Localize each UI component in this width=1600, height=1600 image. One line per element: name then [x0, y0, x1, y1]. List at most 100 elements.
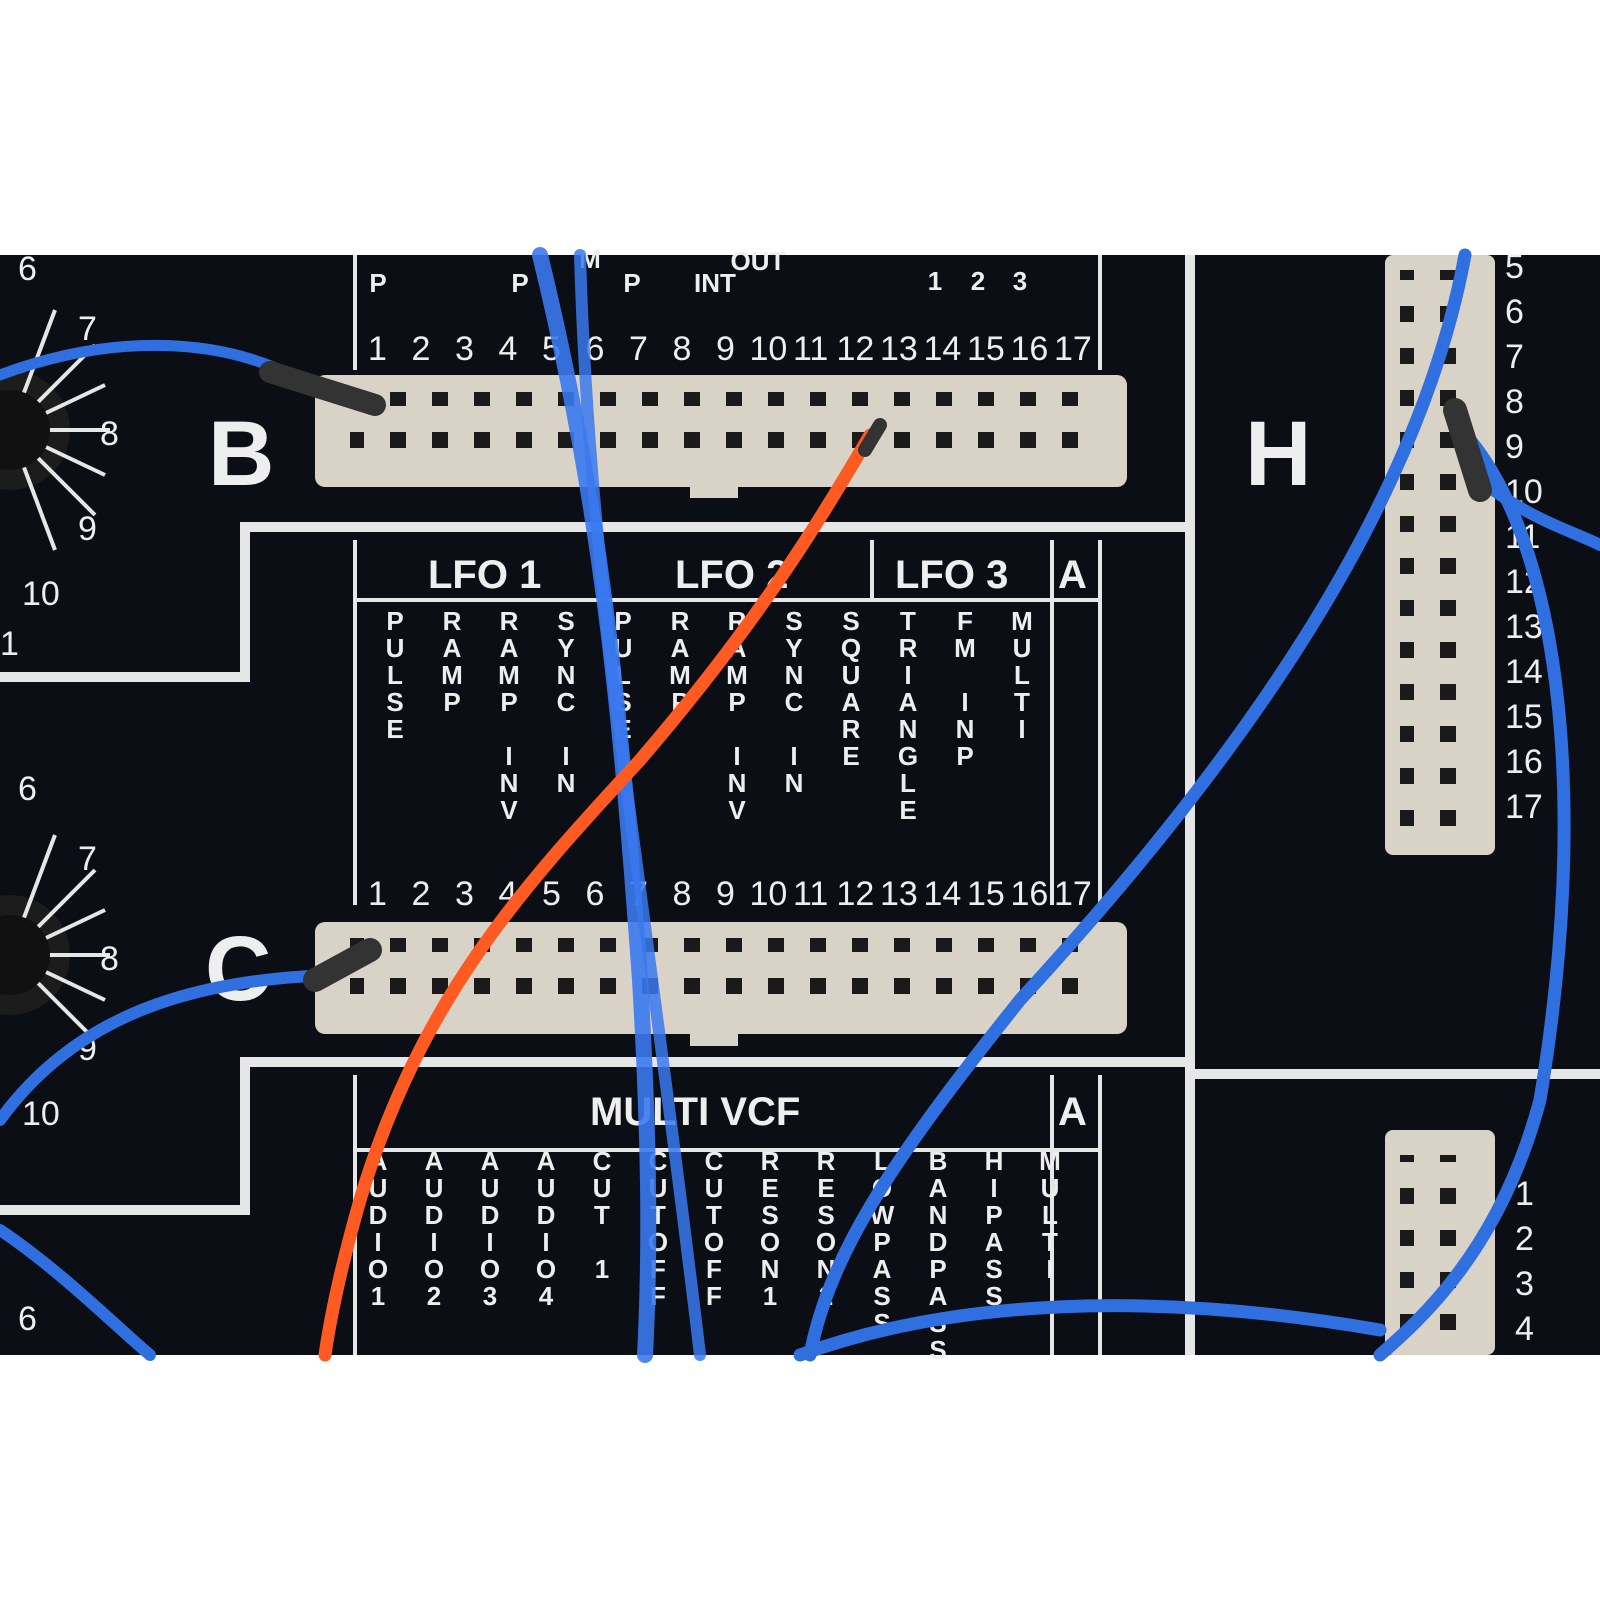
signal-label-char: P — [873, 1227, 890, 1257]
signal-label-char: U — [593, 1173, 612, 1203]
connector-h[interactable] — [1385, 255, 1495, 855]
signal-label-char: L — [874, 1146, 890, 1176]
signal-label-char: P — [956, 741, 973, 771]
signal-label-char: I — [486, 1227, 493, 1257]
signal-label-char: S — [842, 606, 859, 636]
pin-number: 2 — [412, 330, 431, 368]
signal-label-char: U — [537, 1173, 556, 1203]
signal-label-char: P — [386, 606, 403, 636]
signal-label-char: P — [985, 1200, 1002, 1230]
signal-label-char: M — [954, 633, 976, 663]
signal-label-char: S — [785, 606, 802, 636]
pin-number: 1 — [368, 875, 387, 913]
signal-label-char: E — [817, 1173, 834, 1203]
right-pin-number: 13 — [1505, 608, 1543, 646]
cable-orange — [318, 428, 877, 1362]
signal-label-char: D — [369, 1200, 388, 1230]
knob-mark: 6 — [18, 1300, 37, 1338]
knob-mark: 8 — [100, 940, 119, 978]
signal-label-char: O — [368, 1254, 388, 1284]
right-pin-number: 14 — [1505, 653, 1543, 691]
signal-label-char: L — [1014, 660, 1030, 690]
signal-label-char: A — [537, 1146, 556, 1176]
signal-label-char: N — [929, 1200, 948, 1230]
signal-label-char: R — [842, 714, 861, 744]
signal-label-char: D — [481, 1200, 500, 1230]
signal-label-char: R — [443, 606, 462, 636]
signal-label-char: O — [536, 1254, 556, 1284]
cable-blue — [803, 248, 1472, 1362]
signal-label-char: M — [1039, 1146, 1061, 1176]
top-label: 2 — [971, 266, 985, 296]
patch-cables — [0, 247, 1600, 1363]
signal-label-char: I — [562, 741, 569, 771]
signal-label-char: O — [760, 1227, 780, 1257]
signal-label-char: 1 — [371, 1281, 385, 1311]
signal-label-char: A — [500, 633, 519, 663]
pin-number: 3 — [455, 330, 474, 368]
pin-number: 13 — [880, 330, 918, 368]
signal-label-char: C — [785, 687, 804, 717]
signal-label-char: 1 — [763, 1281, 777, 1311]
signal-label-char: S — [929, 1335, 946, 1365]
signal-label-char: V — [500, 795, 518, 825]
top-label: 3 — [1013, 266, 1027, 296]
signal-label-char: A — [899, 687, 918, 717]
signal-label-char: 1 — [595, 1254, 609, 1284]
signal-label-char: C — [705, 1146, 724, 1176]
cable-blue — [0, 969, 336, 1126]
signal-label-char: A — [481, 1146, 500, 1176]
signal-label-char: N — [785, 660, 804, 690]
signal-label-char: I — [961, 687, 968, 717]
signal-label-char: T — [706, 1200, 722, 1230]
signal-label-char: N — [557, 768, 576, 798]
signal-label-char: S — [985, 1254, 1002, 1284]
signal-label-char: I — [505, 741, 512, 771]
cable-jack — [259, 361, 386, 416]
signal-label-char: 3 — [483, 1281, 497, 1311]
signal-label-char: A — [671, 633, 690, 663]
signal-label-char: C — [557, 687, 576, 717]
signal-label-char: R — [761, 1146, 780, 1176]
cable-blue — [1474, 474, 1600, 551]
signal-label-char: U — [842, 660, 861, 690]
signal-label-char: I — [904, 660, 911, 690]
right-pin-number: 16 — [1505, 743, 1543, 781]
signal-label-char: S — [386, 687, 403, 717]
knob-mark: 6 — [18, 770, 37, 808]
right-pin-number: 2 — [1515, 1220, 1534, 1258]
signal-label-char: L — [387, 660, 403, 690]
pin-number: 11 — [793, 875, 828, 913]
signal-label-char: N — [899, 714, 918, 744]
right-pin-number: 7 — [1505, 338, 1524, 376]
cable-blue — [574, 249, 706, 1361]
signal-label-char: E — [386, 714, 403, 744]
pin-number: 14 — [924, 875, 962, 913]
signal-label-char: N — [785, 768, 804, 798]
signal-label-char: R — [899, 633, 918, 663]
vcf-signal-labels: AUDIO1AUDIO2AUDIO3AUDIO4CUT1CUTOFFCUTOFF… — [368, 1146, 1061, 1365]
signal-label-char: S — [985, 1281, 1002, 1311]
signal-label-char: S — [557, 606, 574, 636]
signal-label-char: O — [480, 1254, 500, 1284]
right-pin-number: 5 — [1505, 248, 1524, 286]
signal-label-char: B — [929, 1146, 948, 1176]
knob-mark: 1 — [0, 625, 19, 663]
cable-jack — [1443, 398, 1492, 502]
pin-number: 15 — [967, 330, 1005, 368]
signal-label-char: I — [990, 1173, 997, 1203]
section-a-lower: A — [1058, 1090, 1087, 1134]
pin-number: 11 — [793, 330, 828, 368]
right-pin-number: 6 — [1505, 293, 1524, 331]
pin-number: 9 — [716, 875, 735, 913]
pin-number: 3 — [455, 875, 474, 913]
knob-mark: 10 — [22, 575, 60, 613]
connector-b[interactable] — [315, 375, 1127, 498]
cable-jack — [303, 938, 382, 992]
signal-label-char: I — [542, 1227, 549, 1257]
knob-mark: 10 — [22, 1095, 60, 1133]
pin-number: 7 — [629, 330, 648, 368]
signal-label-char: D — [929, 1227, 948, 1257]
